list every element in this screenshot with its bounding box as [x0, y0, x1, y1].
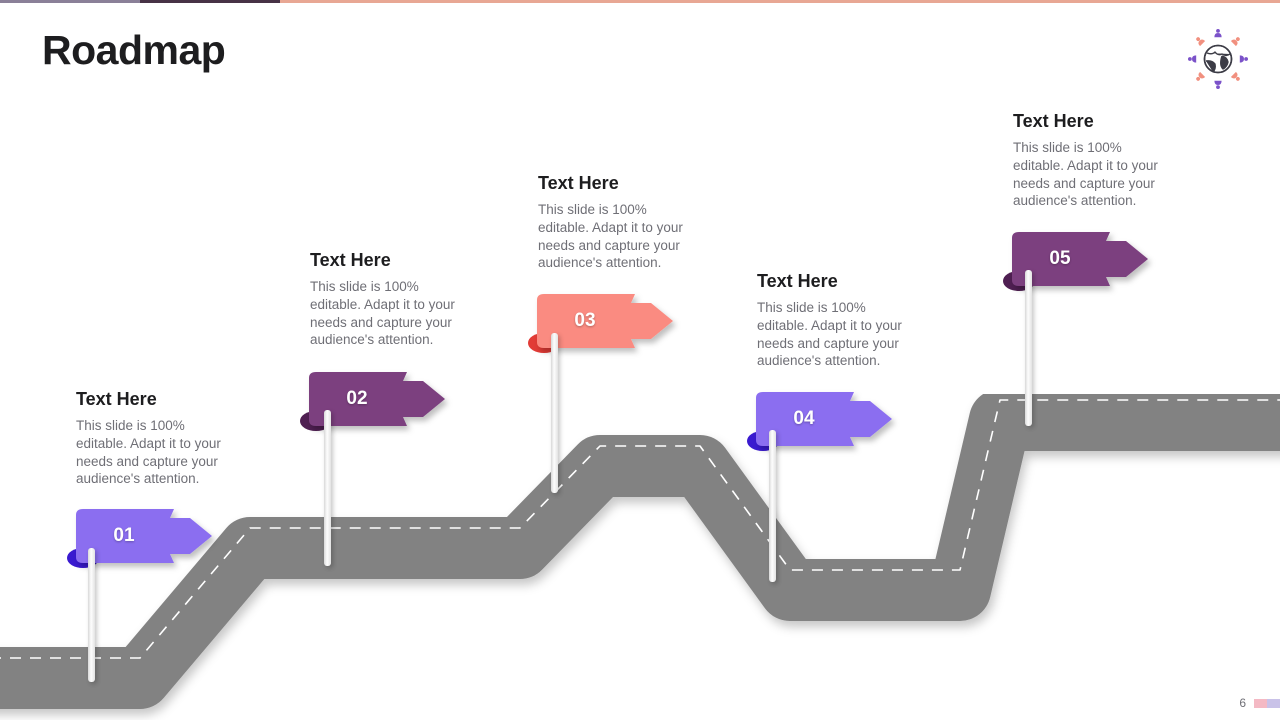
milestone-03[interactable]: Text Here This slide is 100% editable. A…: [538, 173, 696, 272]
milestone-01[interactable]: Text Here This slide is 100% editable. A…: [76, 389, 234, 488]
top-rule-segment-lavender: [0, 0, 140, 3]
page-accent-lavender: [1267, 699, 1280, 708]
milestone-05-pole: [1025, 270, 1032, 426]
milestone-03-flag[interactable]: 03: [527, 290, 679, 353]
top-rule-segment-dark-purple: [140, 0, 280, 3]
page-accent-pink: [1254, 699, 1267, 708]
milestone-03-heading: Text Here: [538, 173, 619, 193]
milestone-03-body: This slide is 100% editable. Adapt it to…: [538, 201, 683, 271]
milestone-04[interactable]: Text Here This slide is 100% editable. A…: [757, 271, 915, 370]
milestone-02-body: This slide is 100% editable. Adapt it to…: [310, 278, 455, 348]
top-rule: [0, 0, 1280, 4]
milestone-01-heading: Text Here: [76, 389, 157, 409]
milestone-03-flag-body: [537, 294, 673, 348]
milestone-02-pole: [324, 410, 331, 566]
milestone-02-heading: Text Here: [310, 250, 391, 270]
milestone-04-pole: [769, 430, 776, 582]
milestone-02-flag-body: [309, 372, 445, 426]
milestone-05-flag-body: [1012, 232, 1148, 286]
page-number: 6: [1239, 696, 1246, 710]
milestone-04-heading: Text Here: [757, 271, 838, 291]
milestone-01-flag-body: [76, 509, 212, 563]
milestone-05-heading: Text Here: [1013, 111, 1094, 131]
milestone-04-flag-body: [756, 392, 892, 446]
milestone-05-body: This slide is 100% editable. Adapt it to…: [1013, 139, 1158, 209]
top-rule-segment-salmon: [280, 0, 1280, 3]
milestone-02-flag[interactable]: 02: [299, 368, 451, 431]
page-title: Roadmap: [42, 27, 226, 73]
milestone-05[interactable]: Text Here This slide is 100% editable. A…: [1013, 111, 1171, 210]
globe-people-logo: [1182, 26, 1254, 94]
milestone-01-pole: [88, 548, 95, 682]
page-accent-bar: [1254, 699, 1280, 708]
milestone-02[interactable]: Text Here This slide is 100% editable. A…: [310, 250, 468, 349]
milestone-01-body: This slide is 100% editable. Adapt it to…: [76, 417, 221, 487]
milestone-03-pole: [551, 333, 558, 493]
milestone-04-body: This slide is 100% editable. Adapt it to…: [757, 299, 902, 369]
